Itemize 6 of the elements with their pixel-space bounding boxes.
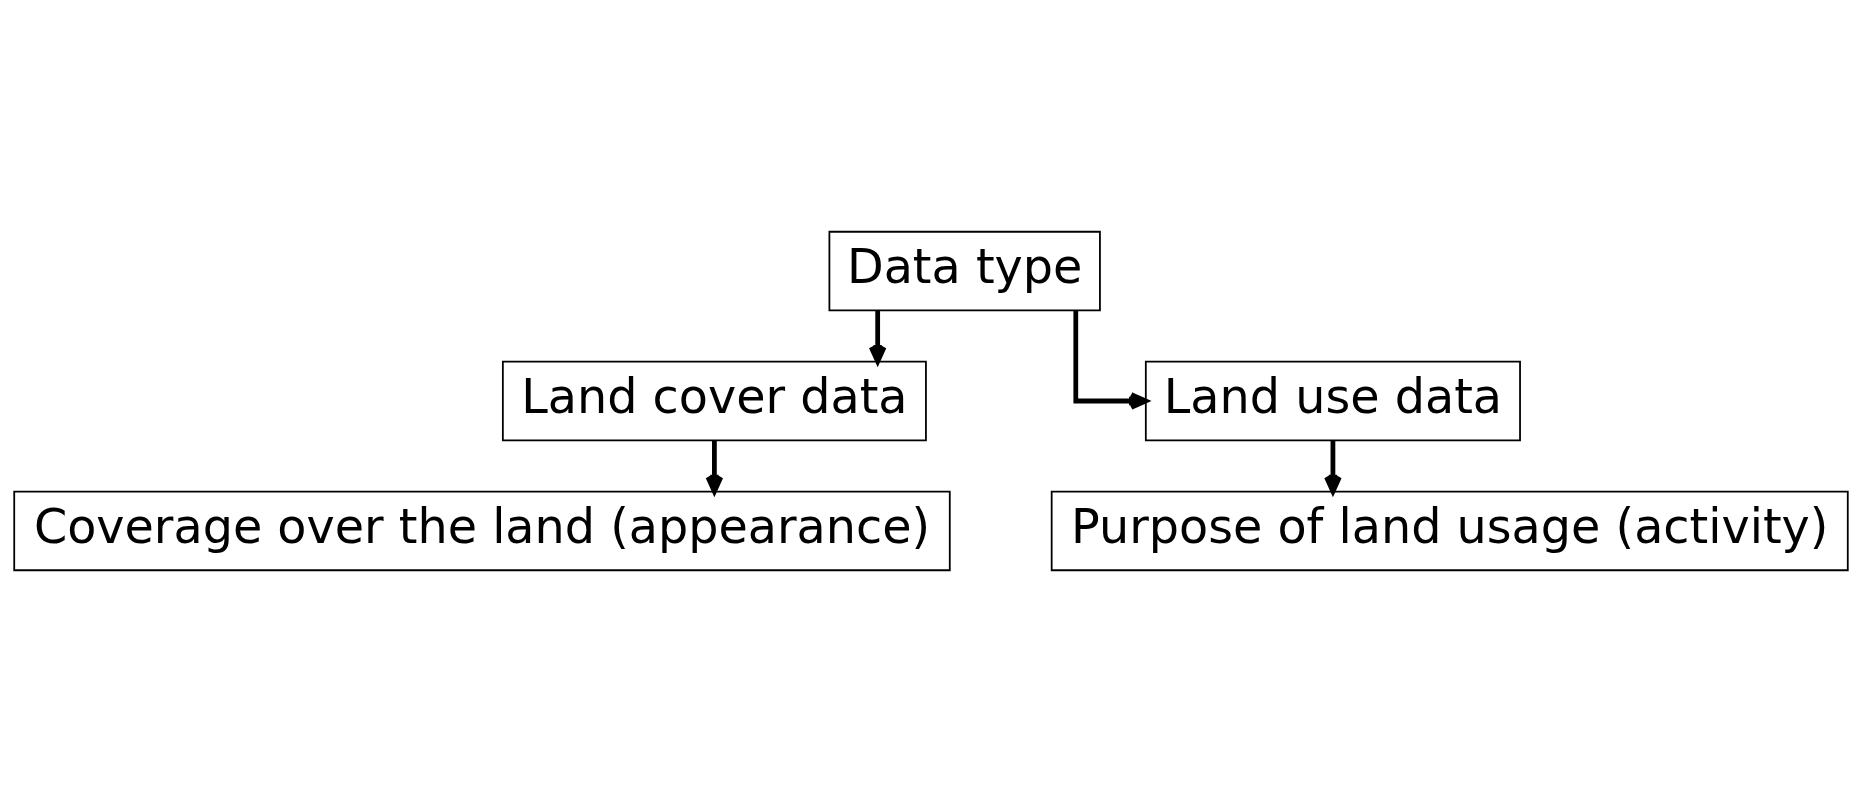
node-box: Land cover data (501, 360, 927, 442)
node-box: Coverage over the land (appearance) (13, 490, 951, 572)
arrow (1073, 310, 1149, 410)
node-box: Purpose of land usage (activity) (1050, 490, 1849, 572)
node-box: Land use data (1144, 360, 1521, 442)
node-box: Data type (828, 230, 1101, 312)
